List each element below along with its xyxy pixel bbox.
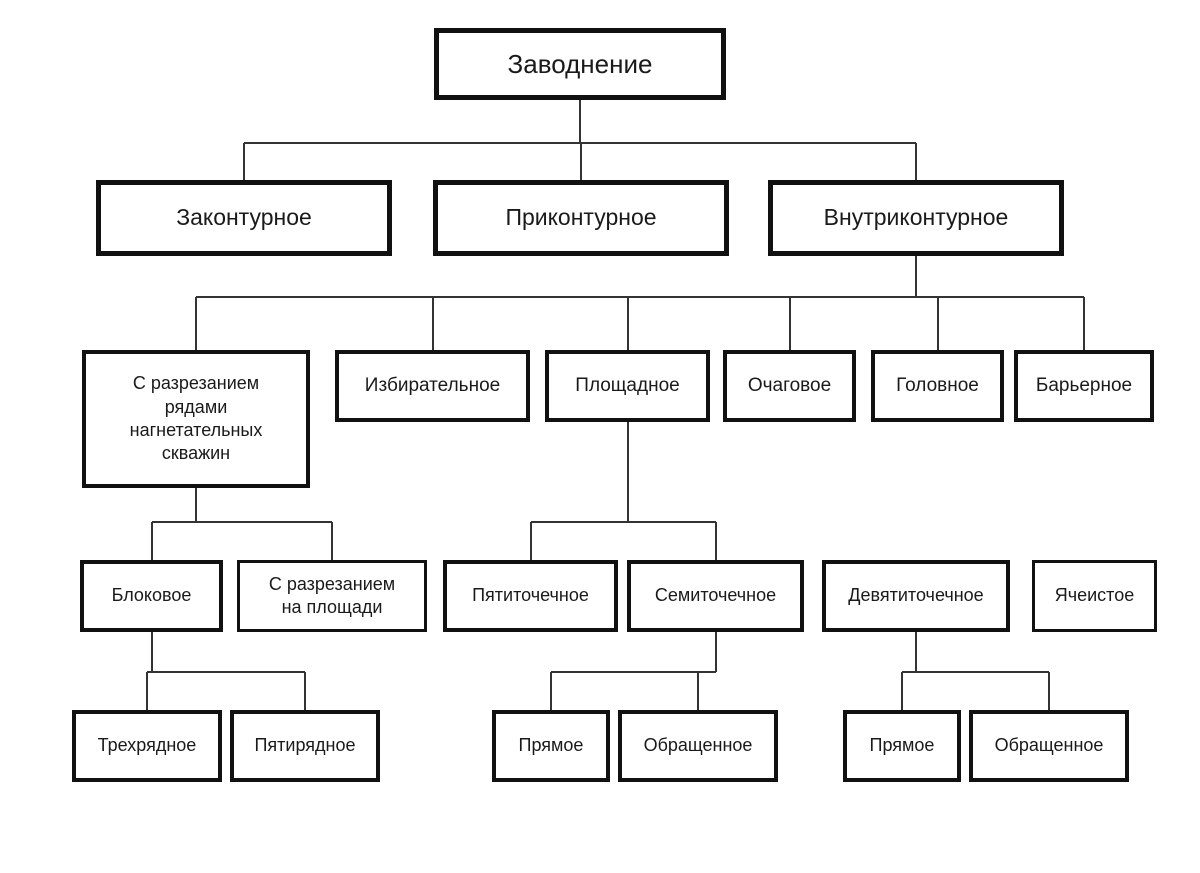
tree-node: Приконтурное bbox=[433, 180, 729, 256]
tree-node: Обращенное bbox=[618, 710, 778, 782]
tree-node: Заводнение bbox=[434, 28, 726, 100]
tree-node: С разрезанием на площади bbox=[237, 560, 427, 632]
tree-node: Законтурное bbox=[96, 180, 392, 256]
tree-node: Внутриконтурное bbox=[768, 180, 1064, 256]
tree-node: Барьерное bbox=[1014, 350, 1154, 422]
tree-node: Пятирядное bbox=[230, 710, 380, 782]
tree-node: Обращенное bbox=[969, 710, 1129, 782]
tree-node: Пятиточечное bbox=[443, 560, 618, 632]
tree-node: Прямое bbox=[492, 710, 610, 782]
tree-node: Площадное bbox=[545, 350, 710, 422]
tree-node: Блоковое bbox=[80, 560, 223, 632]
tree-node: Очаговое bbox=[723, 350, 856, 422]
tree-node: С разрезанием рядами нагнетательных сква… bbox=[82, 350, 310, 488]
tree-node: Трехрядное bbox=[72, 710, 222, 782]
tree-node: Прямое bbox=[843, 710, 961, 782]
tree-node: Девятиточечное bbox=[822, 560, 1010, 632]
tree-node: Семиточечное bbox=[627, 560, 804, 632]
tree-node: Избирательное bbox=[335, 350, 530, 422]
tree-node: Головное bbox=[871, 350, 1004, 422]
tree-node: Ячеистое bbox=[1032, 560, 1157, 632]
